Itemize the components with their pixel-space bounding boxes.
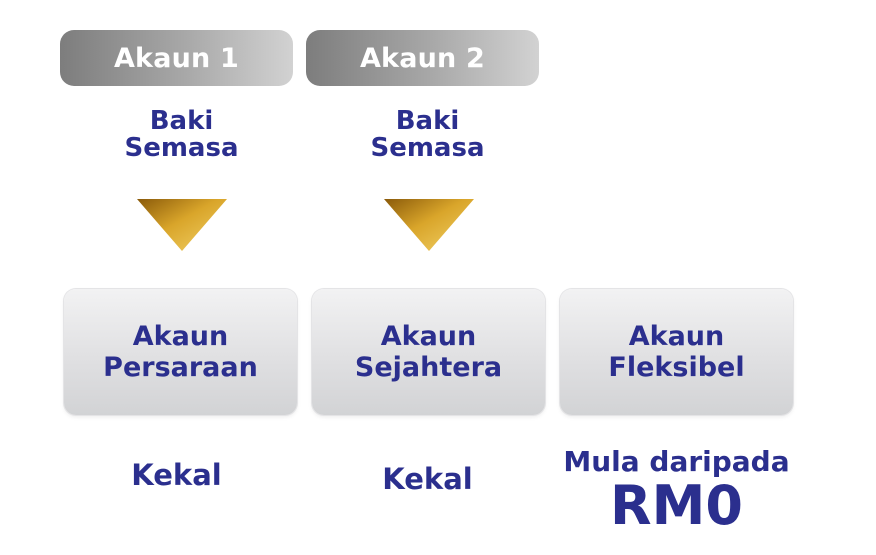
akaun-2-baki-semasa: Baki Semasa [311, 108, 544, 162]
akaun-1-baki-line2: Semasa [124, 133, 239, 163]
rm0-amount: RM0 [610, 474, 743, 537]
akaun-1-pill: Akaun 1 [60, 30, 293, 86]
akaun-fleksibel-line1: Akaun [628, 321, 725, 352]
akaun-sejahtera-box: Akaun Sejahtera [312, 289, 545, 415]
akaun-1-label: Akaun 1 [113, 42, 240, 74]
mula-daripada-text: Mula daripada [563, 445, 790, 478]
akaun-2-baki-line1: Baki [395, 106, 460, 136]
akaun-2-baki-line2: Semasa [370, 133, 485, 163]
akaun-sejahtera-line2: Sejahtera [354, 352, 503, 383]
akaun-fleksibel-line2: Fleksibel [608, 352, 745, 383]
akaun-sejahtera-kekal: Kekal [382, 462, 473, 496]
down-arrow-icon [137, 199, 227, 251]
akaun-1-baki-line1: Baki [149, 106, 214, 136]
down-arrow-icon [384, 199, 474, 251]
akaun-sejahtera-line1: Akaun [380, 321, 477, 352]
akaun-persaraan-box: Akaun Persaraan [64, 289, 297, 415]
akaun-2-label: Akaun 2 [359, 42, 486, 74]
akaun-persaraan-line2: Persaraan [103, 352, 258, 383]
akaun-1-baki-semasa: Baki Semasa [65, 108, 298, 162]
akaun-2-pill: Akaun 2 [306, 30, 539, 86]
akaun-persaraan-line1: Akaun [132, 321, 229, 352]
akaun-persaraan-kekal: Kekal [131, 458, 222, 492]
akaun-fleksibel-box: Akaun Fleksibel [560, 289, 793, 415]
